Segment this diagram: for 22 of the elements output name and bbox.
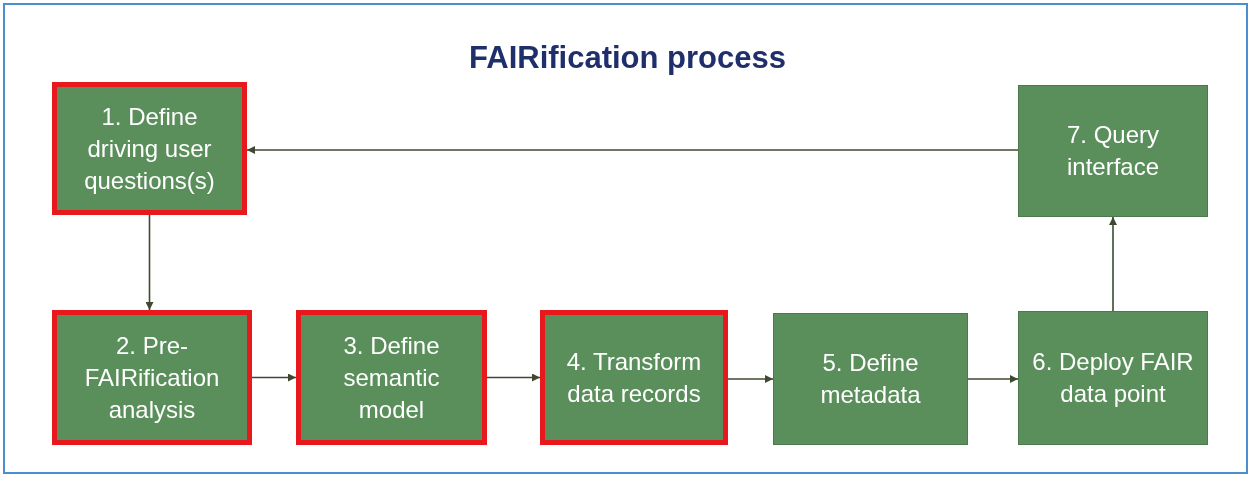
step-label: 6. Deploy FAIR data point: [1031, 347, 1195, 409]
process-box: [296, 310, 487, 445]
arrow: [1109, 216, 1117, 312]
arrow: [486, 373, 541, 382]
process-box: [1018, 311, 1208, 445]
arrow: [727, 375, 774, 383]
step-label: 1. Define driving user questions(s): [83, 101, 216, 196]
process-box: [773, 313, 968, 445]
step-label: 4. Transform data records: [565, 346, 703, 409]
process-box: [1018, 85, 1208, 217]
process-box: [540, 310, 728, 445]
arrow: [145, 214, 154, 311]
arrow: [251, 373, 297, 382]
process-box: [52, 310, 252, 445]
step-label: 7. Query interface: [1065, 120, 1161, 182]
step-label: 5. Define metadata: [819, 348, 922, 410]
arrow: [246, 146, 1019, 154]
arrow: [967, 375, 1019, 383]
step-label: 3. Define semantic model: [342, 330, 441, 425]
diagram-title: FAIRification process: [468, 40, 787, 76]
process-box: [52, 82, 247, 215]
step-label: 2. Pre-FAIRification analysis: [83, 330, 221, 425]
